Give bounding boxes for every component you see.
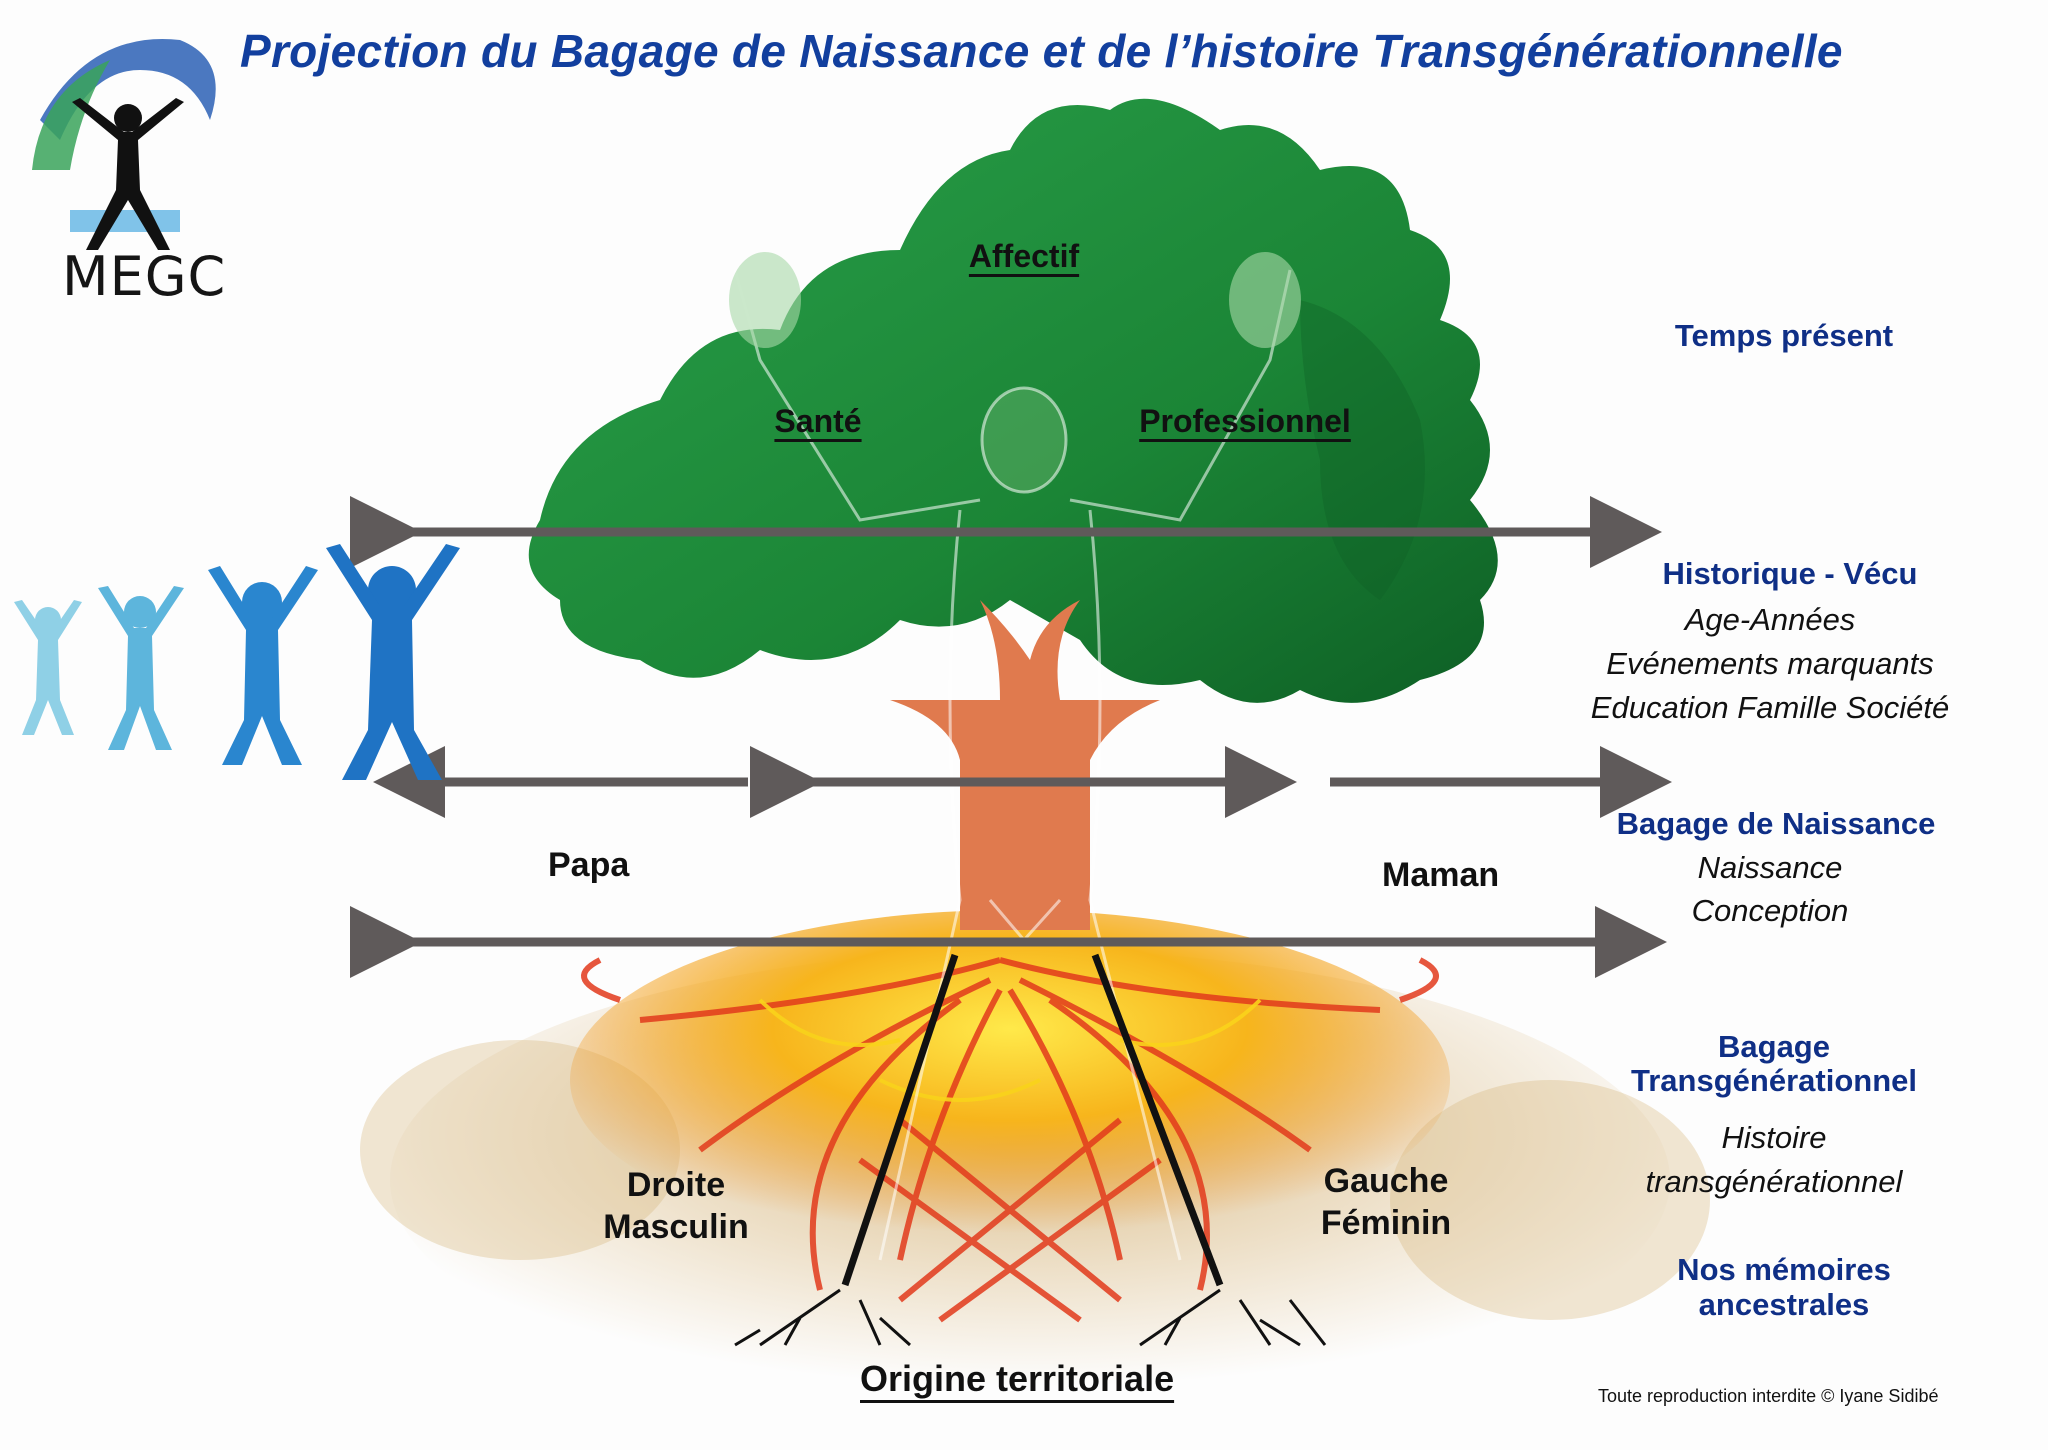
heading-memoires-line2: ancestrales — [1698, 1287, 1870, 1322]
heading-bagage-naissance: Bagage de Naissance — [1616, 806, 1936, 841]
label-droite-masculin: Droite Masculin — [603, 1164, 748, 1248]
heading-bagage-transgen-line2: Transgénérationnel — [1631, 1063, 1917, 1098]
item-evenements: Evénements marquants — [1606, 646, 1934, 681]
rootlets-right — [1139, 1288, 1327, 1347]
logo-mark — [32, 39, 216, 250]
label-origine-territoriale: Origine territoriale — [860, 1358, 1175, 1399]
copyright-notice: Toute reproduction interdite © Iyane Sid… — [1598, 1386, 1939, 1406]
label-affectif: Affectif — [968, 238, 1080, 274]
label-professionnel: Professionnel — [1139, 403, 1351, 439]
heading-memoires-line1: Nos mémoires — [1677, 1252, 1891, 1287]
tree-roots — [570, 910, 1450, 1323]
leg-lines — [841, 953, 1224, 1287]
label-papa: Papa — [548, 846, 630, 884]
label-gauche-feminin: Gauche Féminin — [1321, 1160, 1451, 1244]
logo-text: MEGC — [62, 245, 227, 308]
heading-bagage-transgen: Bagage Transgénérationnel — [1631, 1030, 1917, 1098]
page-title: Projection du Bagage de Naissance et de … — [240, 25, 1843, 77]
jumping-figure-1 — [14, 600, 82, 735]
hand-left-icon — [729, 252, 801, 348]
label-feminin: Féminin — [1320, 1204, 1452, 1242]
jumping-figure-4 — [326, 544, 460, 780]
jumping-figure-2 — [98, 586, 184, 750]
item-transgenerationnel: transgénérationnel — [1645, 1164, 1903, 1199]
heading-memoires: Nos mémoires ancestrales — [1677, 1252, 1891, 1322]
label-sante: Santé — [774, 403, 862, 439]
item-education: Education Famille Société — [1590, 690, 1950, 725]
label-masculin: Masculin — [603, 1208, 749, 1246]
heading-bagage-transgen-line1: Bagage — [1718, 1029, 1830, 1064]
heading-historique: Historique - Vécu — [1662, 556, 1918, 591]
rootlets-left — [734, 1288, 912, 1347]
label-droite: Droite — [626, 1166, 726, 1204]
item-conception: Conception — [1691, 893, 1849, 928]
item-histoire: Histoire — [1721, 1120, 1827, 1155]
heading-temps-present: Temps présent — [1674, 318, 1894, 353]
hand-right-icon — [1229, 252, 1301, 348]
label-gauche: Gauche — [1323, 1162, 1449, 1200]
label-maman: Maman — [1382, 856, 1500, 894]
item-age-annees: Age-Années — [1684, 602, 1856, 637]
item-naissance: Naissance — [1697, 850, 1843, 885]
jumping-figure-3 — [208, 566, 318, 765]
